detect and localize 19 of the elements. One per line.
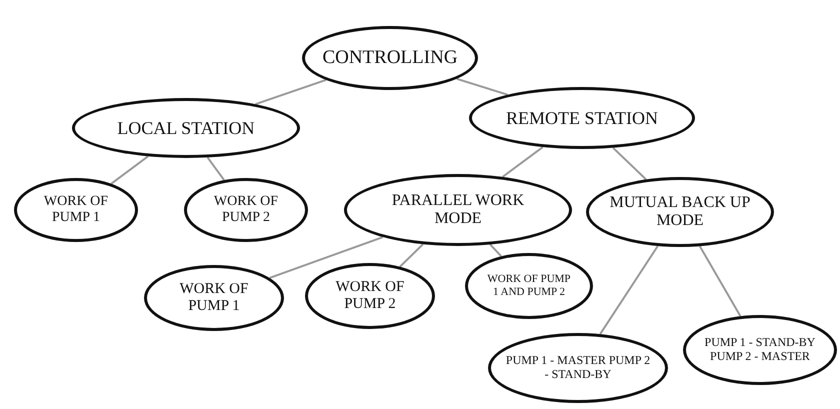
node-label: PUMP 1 - MASTER PUMP 2 - STAND-BY: [504, 354, 652, 382]
connector-line: [269, 236, 384, 279]
node-label: REMOTE STATION: [506, 108, 658, 128]
connector-line: [110, 155, 149, 184]
node-label: LOCAL STATION: [117, 118, 255, 138]
connector-line: [206, 156, 225, 181]
node-label: WORK OF PUMP 2: [334, 278, 406, 314]
node-label: PARALLEL WORK MODE: [390, 192, 526, 228]
node-label: CONTROLLING: [322, 47, 458, 69]
connector-line: [698, 246, 742, 317]
node-label: WORK OF PUMP 1 AND PUMP 2: [486, 273, 572, 299]
connector-line: [456, 78, 508, 96]
node-label: MUTUAL BACK UP MODE: [608, 194, 752, 230]
node-label: PUMP 1 - STAND-BY PUMP 2 - MASTER: [704, 336, 816, 364]
node-label: WORK OF PUMP 2: [212, 194, 280, 226]
connector-line: [599, 245, 659, 335]
connector-line: [255, 79, 326, 106]
node-label: WORK OF PUMP 1: [178, 280, 250, 316]
node-label: WORK OF PUMP 1: [42, 194, 110, 226]
